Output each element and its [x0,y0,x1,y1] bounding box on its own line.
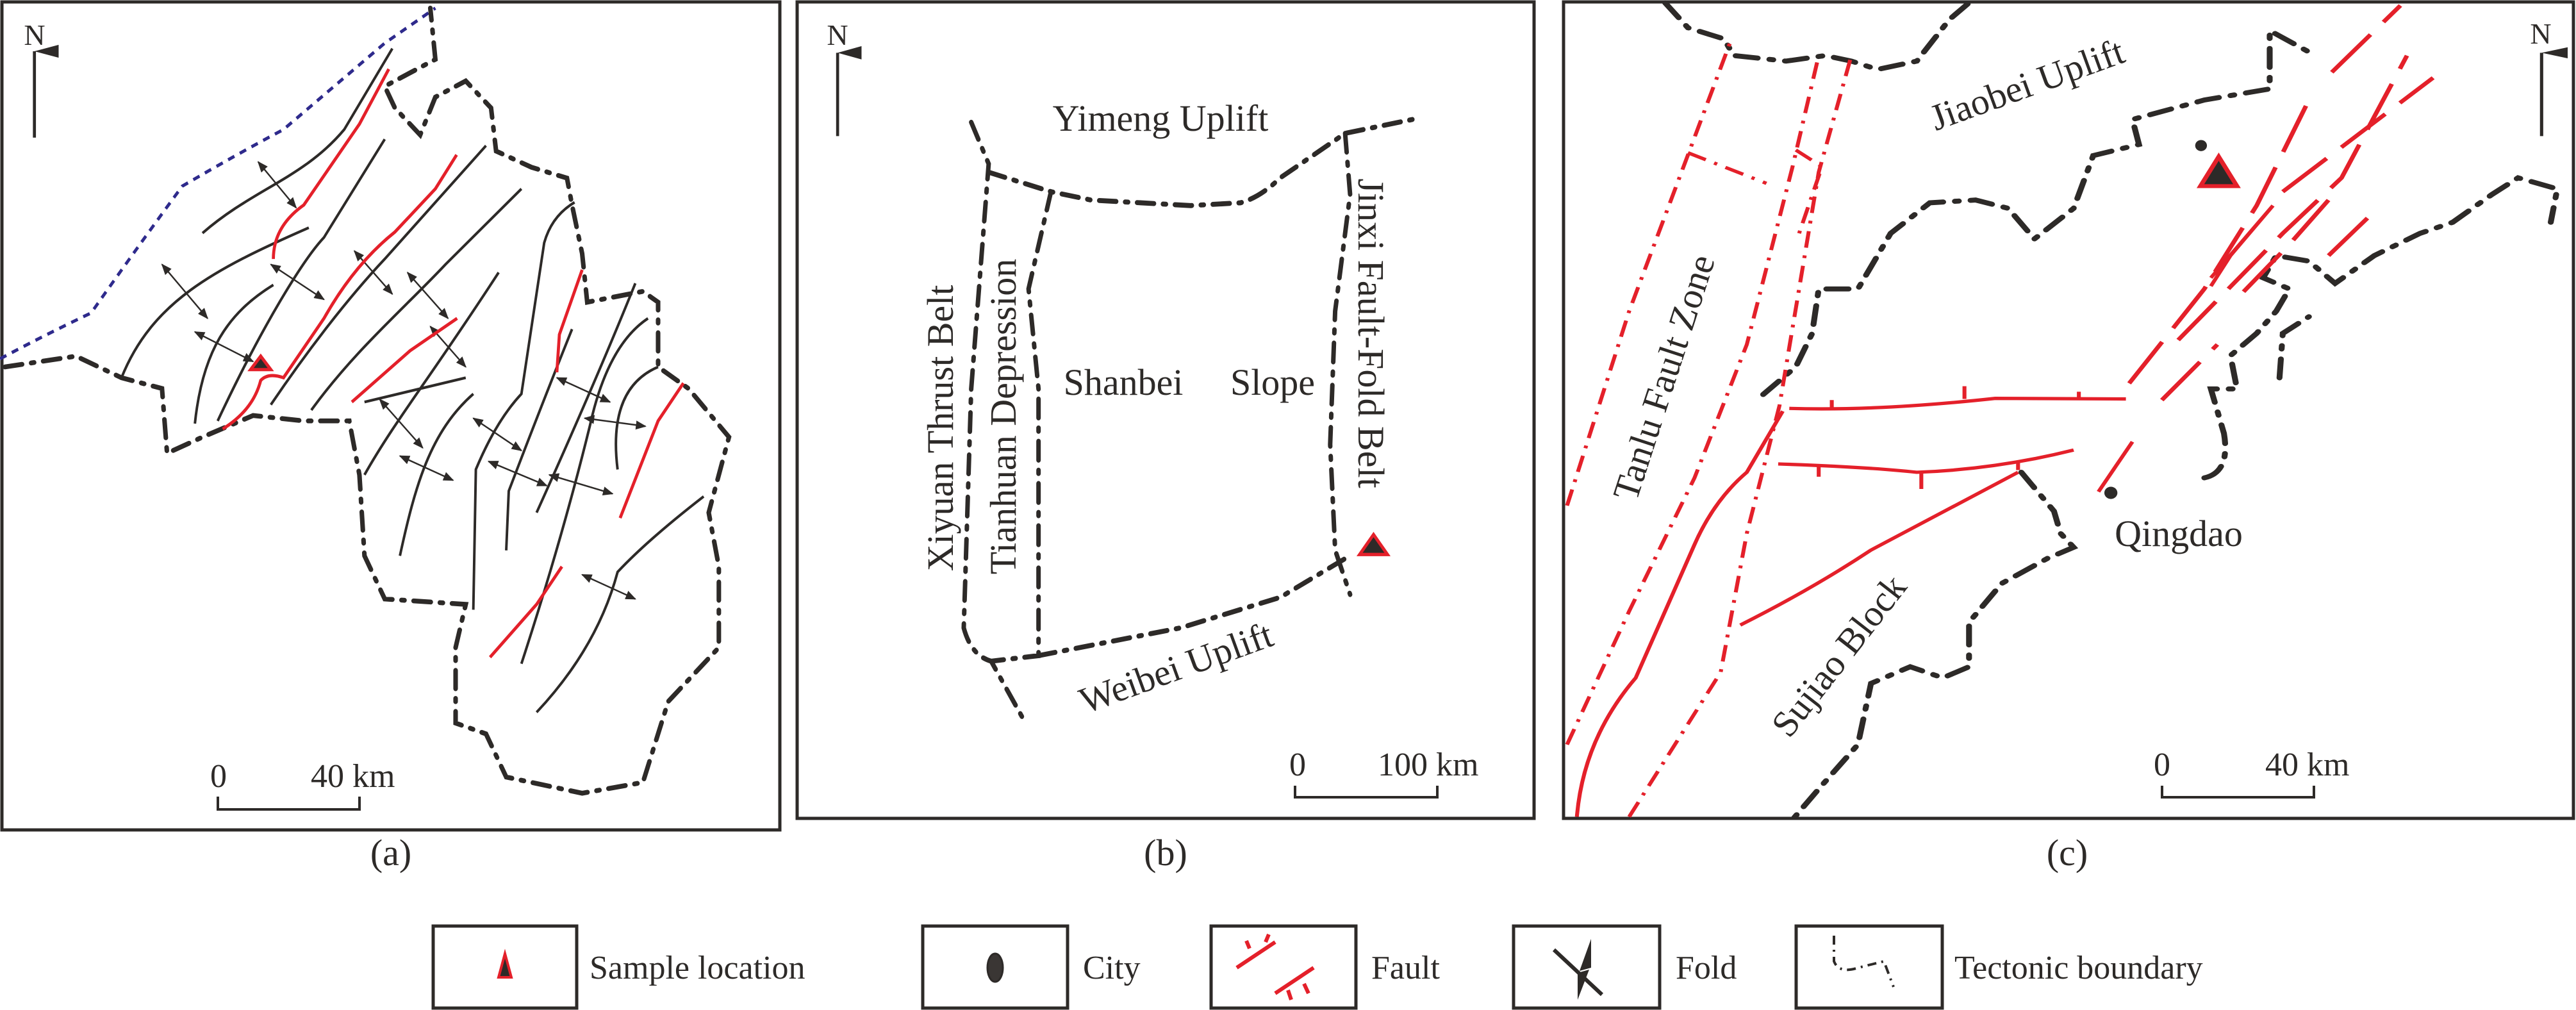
legend-label: Fault [1371,950,1440,986]
region-yimeng-uplift: Yimeng Uplift [1053,97,1269,139]
scale-zero: 0 [2154,747,2170,783]
panel-caption: (b) [1144,832,1187,873]
legend-item-sample-location: Sample location [431,924,805,1010]
region-shanbei: Shanbei [1064,361,1184,403]
north-label: N [827,19,848,51]
tectonic-boundary-inner [989,189,1053,664]
tectonic-boundaries [1662,0,2561,822]
scale-bar [217,797,361,811]
tectonic-boundary-top [986,117,1415,208]
fold-arrows [161,161,647,600]
panel-c-frame [1562,0,2575,820]
tectonic-boundary [3,5,732,796]
tectonic-boundary-outer [961,119,1026,722]
scale-end: 40 km [2265,747,2349,783]
legend-item-fault: Fault [1209,924,1440,1010]
sample-location-icon [2196,152,2241,188]
boundary-dotted-line [0,6,436,361]
city-label-qingdao: Qingdao [2115,513,2243,554]
tectonic-boundary-bottom [1036,553,1353,658]
fold-icon [1552,939,1604,1000]
tectonic-boundary-icon [1833,936,1895,988]
region-jiaobei-uplift: Jiaobei Uplift [1924,30,2129,139]
legend-label: Tectonic boundary [1954,950,2203,986]
north-label: N [2530,17,2551,50]
sample-location-icon [247,353,274,372]
region-jinxi-fault-fold-belt: Jinxi Fault-Fold Belt [1350,178,1392,488]
region-tanlu-fault-zone: Tanlu Fault Zone [1605,249,1723,505]
city-dot-icon [2104,486,2118,499]
sample-location-icon [497,948,513,979]
legend-item-tectonic-boundary: Tectonic boundary [1794,924,2203,1010]
legend-label: City [1083,950,1141,986]
scale-zero: 0 [210,758,227,795]
tectonic-boundary-right [1328,131,1353,597]
scale-bar [2161,786,2315,799]
legend-label: Fold [1676,950,1737,986]
panel-b-frame [795,0,1536,820]
scale-zero: 0 [1289,747,1306,783]
sample-location-icon [1356,531,1391,556]
fold-axes [120,47,705,713]
legend-label: Sample location [590,950,805,986]
region-xiyuan-thrust-belt: Xiyuan Thrust Belt [920,285,961,572]
region-sujiao-block: Sujiao Block [1763,567,1915,744]
panel-c: N Jiaobei Uplift Tanlu Fault Zone Sujiao… [1562,0,2575,873]
faults [222,68,685,659]
scale-end: 100 km [1378,747,1478,783]
city-dot-icon [986,952,1004,983]
fault-icon [1235,933,1315,1000]
region-tianhuan-depression: Tianhuan Depression [982,259,1024,574]
tanlu-fault-lines [1565,41,1854,818]
faults [1574,4,2435,817]
legend: Sample location City Fault Fold [431,924,2203,1010]
scale-bar [1294,786,1439,799]
legend-item-fold: Fold [1512,924,1737,1010]
panel-caption: (c) [2047,832,2088,873]
panel-caption: (a) [370,832,411,873]
panel-a: N 0 40 km (a) [0,0,782,873]
north-label: N [24,19,45,51]
panel-a-frame [0,0,782,832]
panel-b: N Yimeng Uplift Shanbei Slope Xiyuan Thr… [795,0,1536,873]
region-slope: Slope [1230,361,1315,403]
city-dot-icon [2195,140,2208,151]
legend-item-city: City [921,924,1141,1010]
scale-end: 40 km [311,758,395,795]
